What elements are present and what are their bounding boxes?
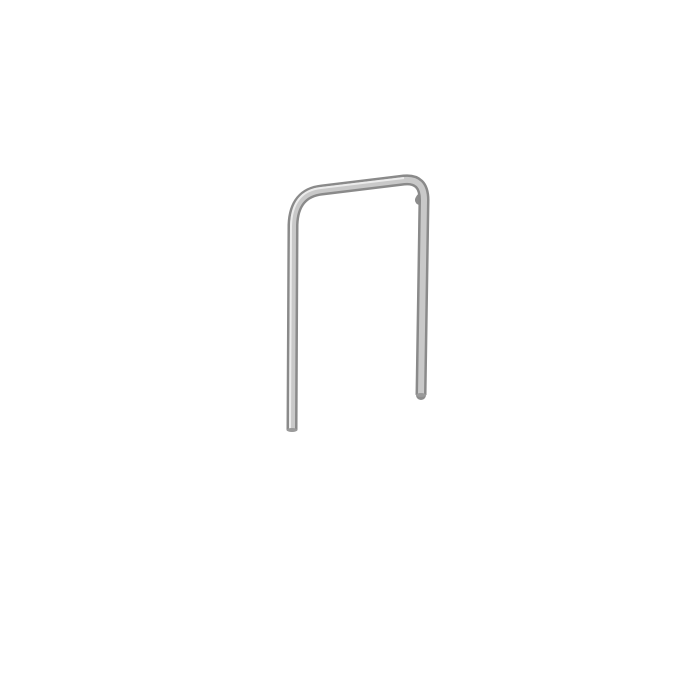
rack-left-foot bbox=[286, 428, 298, 432]
rack-right-foot bbox=[416, 393, 426, 397]
rack-top-bar bbox=[286, 174, 430, 431]
